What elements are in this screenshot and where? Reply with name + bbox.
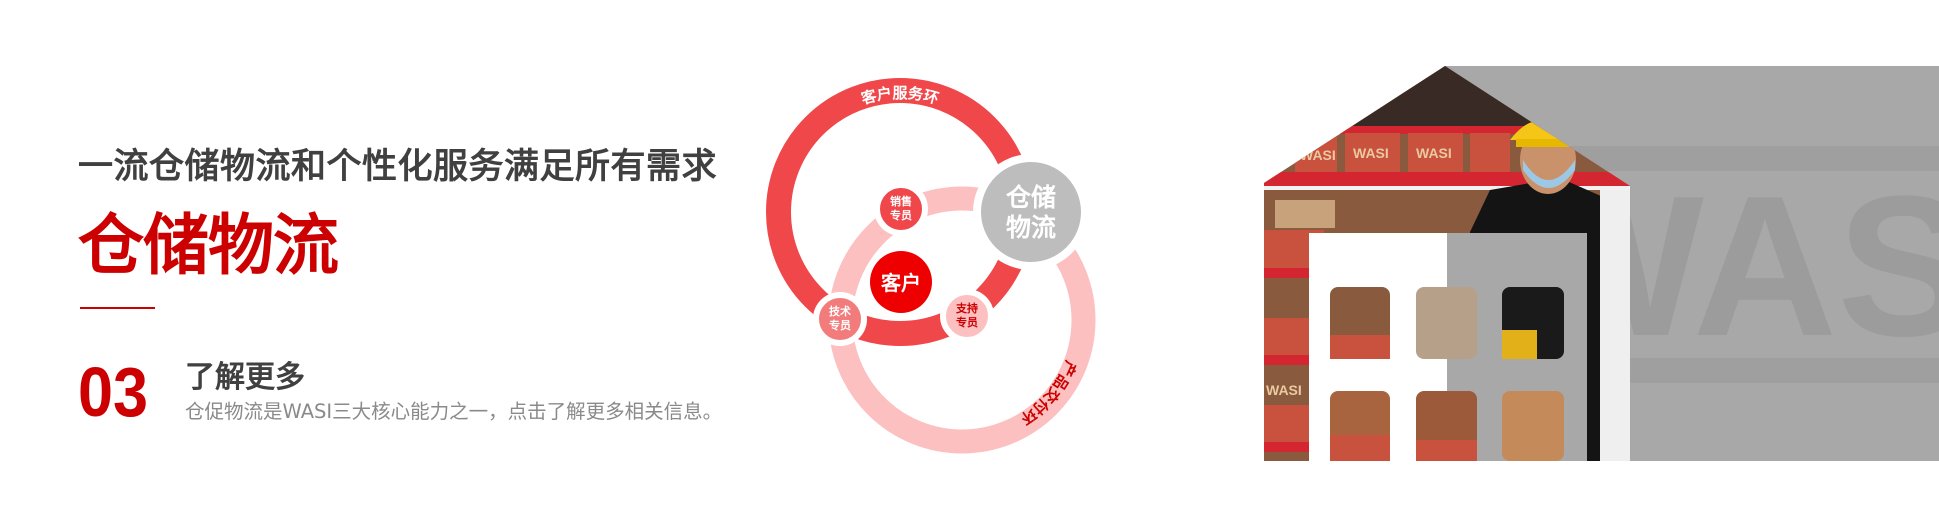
node-label: 专员 xyxy=(890,208,912,222)
node-label: 技术 xyxy=(829,304,851,318)
node-label: 支持 xyxy=(955,301,978,315)
headline: 一流仓储物流和个性化服务满足所有需求 xyxy=(78,147,718,187)
section-title: 仓储物流 xyxy=(78,207,339,284)
svg-text:WASI: WASI xyxy=(1266,382,1302,398)
node-label: 销售 xyxy=(890,194,912,208)
node-label: 仓储 xyxy=(1005,183,1056,212)
node-label: 物流 xyxy=(1006,213,1056,242)
title-divider xyxy=(80,307,155,309)
node-label: 专员 xyxy=(829,318,851,332)
node-label: 客户 xyxy=(880,271,921,295)
warehouse-logistics-node[interactable]: 仓储 物流 xyxy=(973,154,1089,270)
section-description: 仓促物流是WASI三大核心能力之一，点击了解更多相关信息。 xyxy=(185,400,723,423)
svg-text:WASI: WASI xyxy=(1353,145,1389,161)
house-windows xyxy=(1330,287,1564,461)
svg-text:WASI: WASI xyxy=(1300,147,1336,163)
section-number: 03 xyxy=(78,353,149,431)
svg-text:WASI: WASI xyxy=(1416,145,1452,161)
tech-node[interactable]: 技术 专员 xyxy=(813,292,867,346)
learn-more-link[interactable]: 了解更多 xyxy=(185,360,305,395)
support-node[interactable]: 支持 专员 xyxy=(940,289,994,343)
customer-node[interactable]: 客户 xyxy=(870,251,932,313)
sales-node[interactable]: 销售 专员 xyxy=(874,182,928,236)
node-label: 专员 xyxy=(956,315,978,329)
